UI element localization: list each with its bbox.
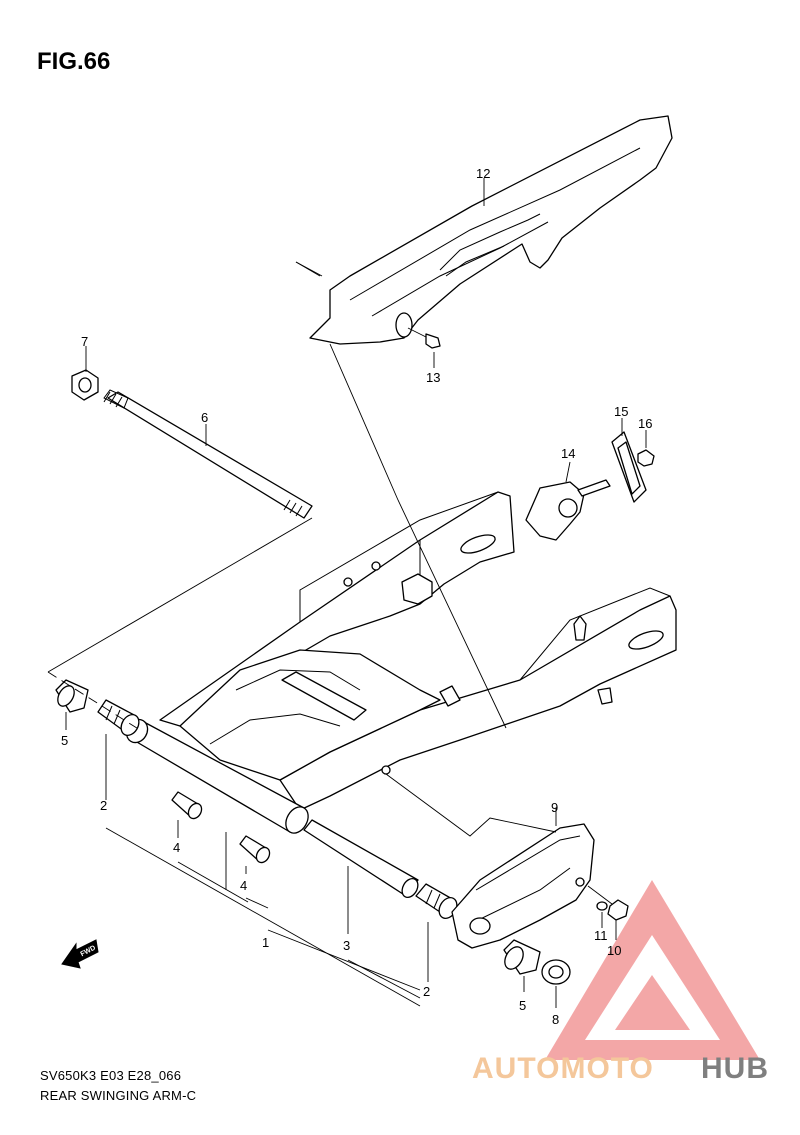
callout-2-upper: 2: [100, 798, 107, 813]
callout-13: 13: [426, 370, 440, 385]
callout-14: 14: [561, 446, 575, 461]
callout-5-upper: 5: [61, 733, 68, 748]
leader-lines: [47, 178, 647, 1008]
swing-arm-part: [125, 491, 677, 834]
nut-16-part: [637, 449, 655, 467]
pivot-nut-part: [71, 369, 99, 401]
callout-1: 1: [262, 935, 269, 950]
callout-labels: 1 2 2 3 4 4 5 5 6 7 8 9 10 11 12 13 14 1…: [61, 166, 652, 1027]
damper-8-part: [541, 959, 571, 985]
bearing-2-upper-part: [97, 699, 140, 736]
callout-10: 10: [607, 943, 621, 958]
callout-16: 16: [638, 416, 652, 431]
needle-bearing-4a-part: [171, 791, 203, 820]
washer-11-part: [596, 901, 608, 911]
bolt-10-part: [587, 885, 629, 921]
chain-case-part: [295, 115, 673, 345]
callout-3: 3: [343, 938, 350, 953]
bolt-13-part: [407, 327, 441, 349]
diagram-name: REAR SWINGING ARM-C: [40, 1088, 197, 1103]
callout-4b: 4: [240, 878, 247, 893]
callout-9: 9: [551, 800, 558, 815]
collar-5-lower-part: [503, 939, 541, 975]
callout-7: 7: [81, 334, 88, 349]
needle-bearing-4b-part: [239, 835, 271, 864]
figure-title: FIG.66: [37, 48, 111, 75]
collar-5-upper-part: [55, 679, 89, 713]
callout-4a: 4: [173, 840, 180, 855]
watermark-text-a: AUTOMOTO: [472, 1052, 654, 1085]
model-code: SV650K3 E03 E28_066: [40, 1068, 182, 1083]
watermark-logo: [545, 880, 760, 1060]
callout-11: 11: [594, 928, 608, 943]
watermark-text-b: HUB: [701, 1052, 769, 1085]
callout-8: 8: [552, 1012, 559, 1027]
callout-15: 15: [614, 404, 628, 419]
spacer-3-part: [303, 819, 419, 898]
adjuster-plate-14-part: [525, 479, 611, 541]
fwd-arrow-icon: FWD: [61, 939, 99, 969]
pivot-shaft-part: [103, 389, 313, 519]
callout-2-lower: 2: [423, 984, 430, 999]
callout-5-lower: 5: [519, 998, 526, 1013]
adjuster-block-15-part: [611, 431, 647, 503]
callout-6: 6: [201, 410, 208, 425]
cover-9-part: [451, 823, 595, 949]
callout-12: 12: [476, 166, 490, 181]
